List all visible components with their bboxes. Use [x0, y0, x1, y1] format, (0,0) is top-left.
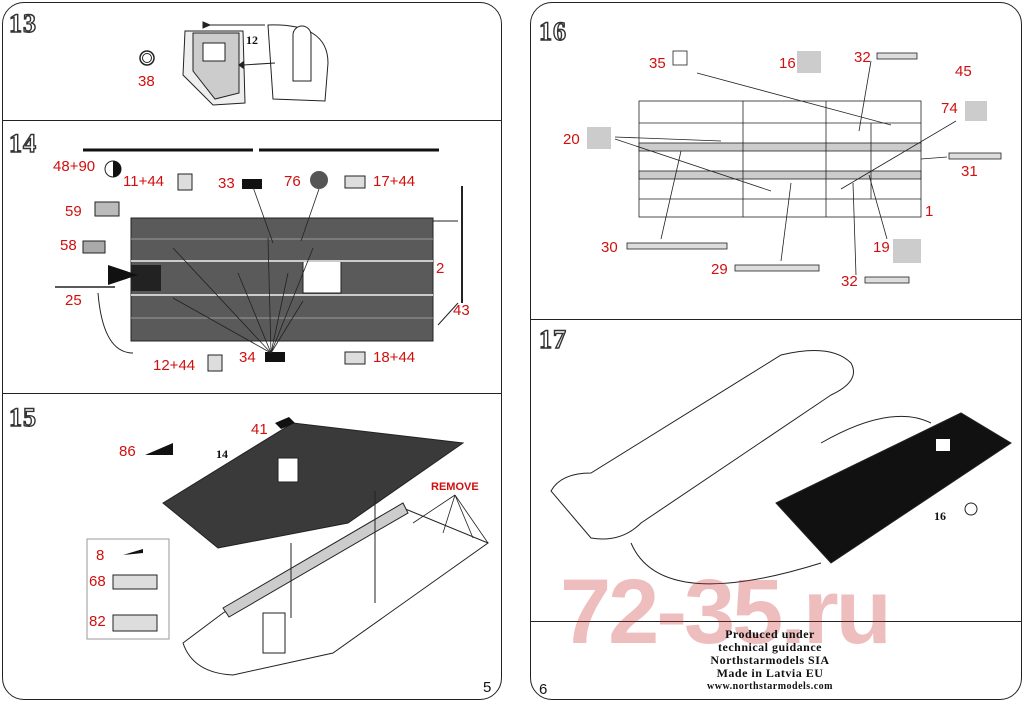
part-label: 43	[453, 302, 470, 319]
part-label: 8	[96, 547, 105, 564]
part-label: 32	[841, 273, 858, 290]
part-label: 20	[563, 131, 580, 148]
part-label: 41	[251, 421, 268, 438]
left-page: 13 38 12 14 48+90 11+44 33 76 17+44 59 5…	[2, 2, 502, 700]
part-label: 12	[246, 33, 258, 47]
step-divider	[3, 120, 501, 121]
step-number: 17	[538, 324, 567, 354]
part-label: 82	[89, 613, 106, 630]
credits-url: www.northstarmodels.com	[707, 681, 833, 692]
step-divider	[531, 621, 1021, 622]
part-label: 35	[649, 55, 666, 72]
step13-seat-drawing	[139, 21, 329, 106]
page-number: 6	[539, 681, 548, 698]
watermark: 72-35.ru	[560, 561, 892, 663]
part-label: 32	[854, 49, 871, 66]
part-label: 48+90	[53, 158, 96, 175]
step-number: 14	[8, 128, 37, 158]
left-page-drawings	[55, 21, 490, 676]
remove-instruction: REMOVE	[431, 481, 479, 493]
right-page: 16 35 16 32 45 74 20 31 1 19 30 29 32 17…	[530, 2, 1022, 700]
part-label: 45	[955, 63, 972, 80]
credits-line: Northstarmodels SIA	[710, 653, 830, 667]
step15-fuselage-drawing	[86, 417, 490, 676]
part-label: 1	[925, 203, 934, 220]
part-label: 74	[941, 100, 958, 117]
part-label: 86	[119, 443, 136, 460]
credits-line: Produced under	[725, 627, 815, 641]
part-label: 18+44	[373, 349, 416, 366]
step-number: 13	[8, 8, 37, 38]
step14-floor-drawing	[55, 148, 463, 372]
part-label: 2	[436, 260, 445, 277]
credits-line: Made in Latvia EU	[716, 666, 824, 680]
part-label: 19	[873, 239, 890, 256]
step-number: 16	[538, 16, 567, 46]
part-label: 14	[216, 447, 228, 461]
part-label: 33	[218, 175, 235, 192]
part-label: 31	[961, 163, 978, 180]
part-label: 34	[239, 349, 256, 366]
step-divider	[531, 319, 1021, 320]
page-number: 5	[483, 679, 492, 696]
part-label: 38	[138, 73, 155, 90]
part-label: 30	[601, 239, 618, 256]
part-label: 16	[934, 509, 946, 523]
part-label: 11+44	[123, 173, 165, 190]
part-label: 12+44	[153, 357, 196, 374]
right-page-drawings	[550, 50, 1012, 585]
part-label: 68	[89, 573, 106, 590]
step-divider	[3, 393, 501, 394]
part-label: 58	[60, 237, 77, 254]
part-label: 76	[284, 173, 301, 190]
part-label: 16	[779, 55, 796, 72]
step-number: 15	[8, 402, 37, 432]
credits-block: Produced under technical guidance Norths…	[600, 628, 940, 693]
part-label: 25	[65, 292, 82, 309]
part-label: 29	[711, 261, 728, 278]
part-label: 17+44	[373, 173, 416, 190]
step16-floor-drawing	[587, 50, 1002, 284]
credits-line: technical guidance	[718, 640, 822, 654]
part-label: 59	[65, 203, 82, 220]
step17-floor-drawing	[550, 350, 1012, 585]
